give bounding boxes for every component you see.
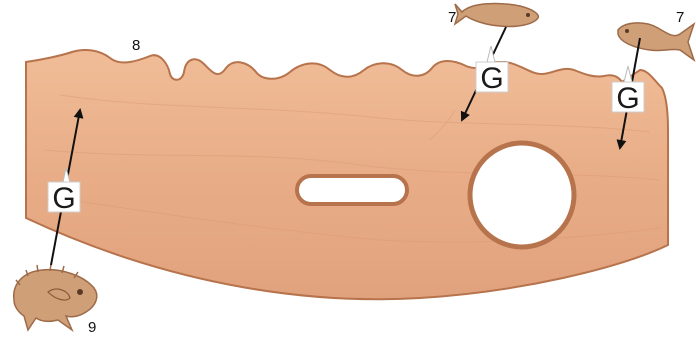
- callout-fish-bottom-left: 9: [88, 319, 96, 336]
- callout-fish-top-right: 7: [676, 9, 684, 26]
- fish-icon-top-right: [618, 23, 694, 60]
- glue-marker-label: G: [52, 182, 75, 215]
- glue-marker-label: G: [480, 62, 503, 95]
- callout-board: 8: [132, 37, 140, 54]
- callout-fish-top-center: 7: [448, 9, 456, 26]
- wooden-board: [26, 50, 668, 299]
- glue-marker-center: G: [476, 46, 508, 95]
- round-hole: [470, 143, 574, 247]
- glue-marker-label: G: [616, 82, 639, 115]
- slot-hole: [297, 176, 407, 204]
- fish-icon-top-center: [455, 4, 538, 27]
- puffer-fish-icon: [14, 264, 97, 330]
